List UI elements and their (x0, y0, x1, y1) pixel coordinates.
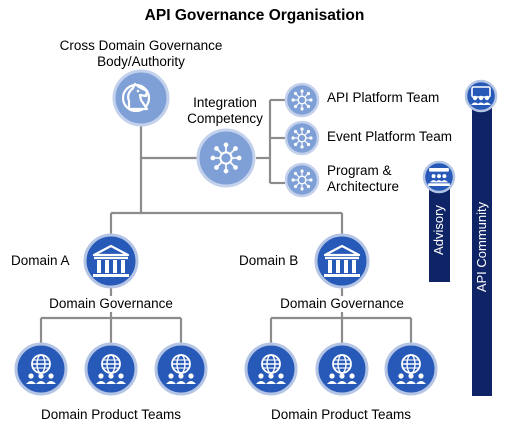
chess-knight-head-icon (121, 82, 151, 113)
program-label-line1: Program & (327, 163, 392, 178)
connector-lines (39, 98, 413, 344)
product-team-node (84, 342, 138, 396)
people-meeting-icon (471, 86, 491, 105)
domain-a-label: Domain A (11, 253, 70, 268)
cross-domain-label-line1: Cross Domain Governance (59, 38, 223, 53)
event-platform-team-label: Event Platform Team (327, 129, 453, 144)
advisory-bar (422, 160, 456, 282)
team-node-api-platform (284, 82, 320, 118)
program-label-line2: Architecture (327, 179, 400, 194)
domain-a-node (83, 233, 139, 289)
team-node-event-platform (284, 120, 320, 156)
cross-domain-governance-label: Cross Domain Governance Body/Authority (30, 38, 252, 70)
product-team-node (14, 342, 68, 396)
domain-a-governance-label: Domain Governance (30, 296, 192, 312)
api-community-label: API Community (474, 201, 489, 293)
domain-b-label: Domain B (239, 253, 299, 268)
program-architecture-label: Program & Architecture (327, 163, 399, 195)
integration-competency-label: Integration Competency (182, 95, 268, 127)
domain-b-governance-label: Domain Governance (261, 296, 423, 312)
api-platform-team-label: API Platform Team (327, 90, 440, 105)
domain-b-node (314, 233, 370, 289)
team-node-program-architecture (284, 162, 320, 198)
integration-competency-node (196, 128, 256, 188)
product-team-node (244, 342, 298, 396)
domain-b-product-teams-label: Domain Product Teams (270, 407, 412, 422)
product-team-node (154, 342, 208, 396)
cross-domain-label-line2: Body/Authority (97, 54, 185, 69)
product-team-node (384, 342, 438, 396)
api-community-bar (464, 79, 498, 396)
integration-label-line2: Competency (187, 111, 263, 126)
product-team-node (315, 342, 369, 396)
integration-label-line1: Integration (193, 95, 257, 110)
advisory-label: Advisory (431, 205, 446, 255)
diagram-title: API Governance Organisation (144, 7, 365, 24)
domain-a-product-teams-label: Domain Product Teams (40, 407, 182, 422)
cross-domain-governance-node (112, 69, 170, 127)
